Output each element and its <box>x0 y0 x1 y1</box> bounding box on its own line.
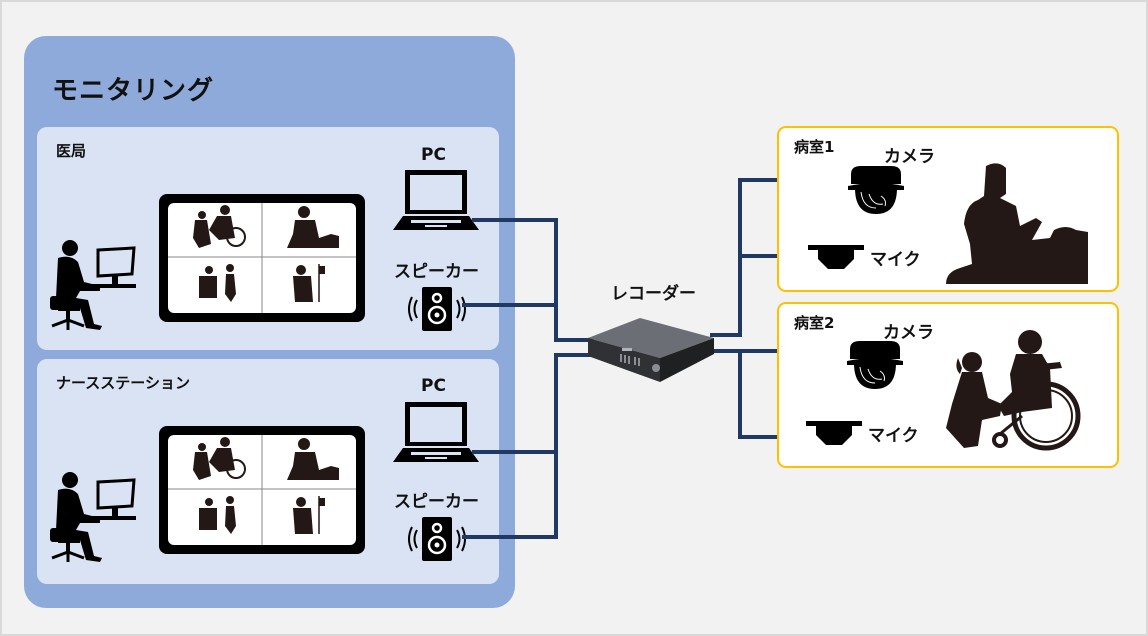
recorder-icon <box>588 310 714 382</box>
speaker-label: スピーカー <box>394 492 479 512</box>
recorder-label: レコーダー <box>611 284 696 304</box>
cable-speaker2 <box>462 535 558 539</box>
mic-label: マイク <box>868 426 919 446</box>
camera-label: カメラ <box>884 147 935 167</box>
mic-label: マイク <box>870 250 921 270</box>
cable-trunk-lower <box>554 353 558 538</box>
speaker-icon <box>406 516 468 562</box>
pc-label: PC <box>421 376 446 396</box>
quad-view-monitor-icon <box>159 194 365 322</box>
pc-label: PC <box>421 145 446 165</box>
ceiling-mic-icon <box>806 421 862 447</box>
laptop-icon <box>393 168 479 234</box>
cable-pc1 <box>472 218 558 222</box>
cable-room2-trunk <box>738 349 742 439</box>
cable-trunk-upper <box>554 218 558 342</box>
monitoring-title: モニタリング <box>52 76 215 106</box>
room-label: 病室1 <box>794 138 835 156</box>
room-label: 病室2 <box>794 314 835 332</box>
laptop-icon <box>393 400 479 466</box>
cable-trunk-upper-h <box>554 338 594 342</box>
station-label: ナースステーション <box>56 374 190 392</box>
person-at-desk-icon <box>48 238 140 332</box>
person-at-desk-icon <box>48 470 140 564</box>
quad-view-monitor-icon <box>159 426 365 554</box>
speaker-icon <box>406 286 468 332</box>
camera-label: カメラ <box>883 323 934 343</box>
nurse-bedside-silhouette-icon <box>946 160 1090 284</box>
cable-trunk-lower-h <box>554 353 594 357</box>
cable-recorder-room1 <box>710 333 742 337</box>
caregiver-wheelchair-silhouette-icon <box>942 328 1082 454</box>
dome-camera-icon <box>847 166 905 214</box>
ceiling-mic-icon <box>808 245 864 271</box>
station-label: 医局 <box>56 142 87 160</box>
cable-recorder-room2 <box>710 349 742 353</box>
cable-pc2 <box>472 450 558 454</box>
cable-speaker1 <box>462 303 558 307</box>
dome-camera-icon <box>846 341 904 389</box>
speaker-label: スピーカー <box>394 262 479 282</box>
